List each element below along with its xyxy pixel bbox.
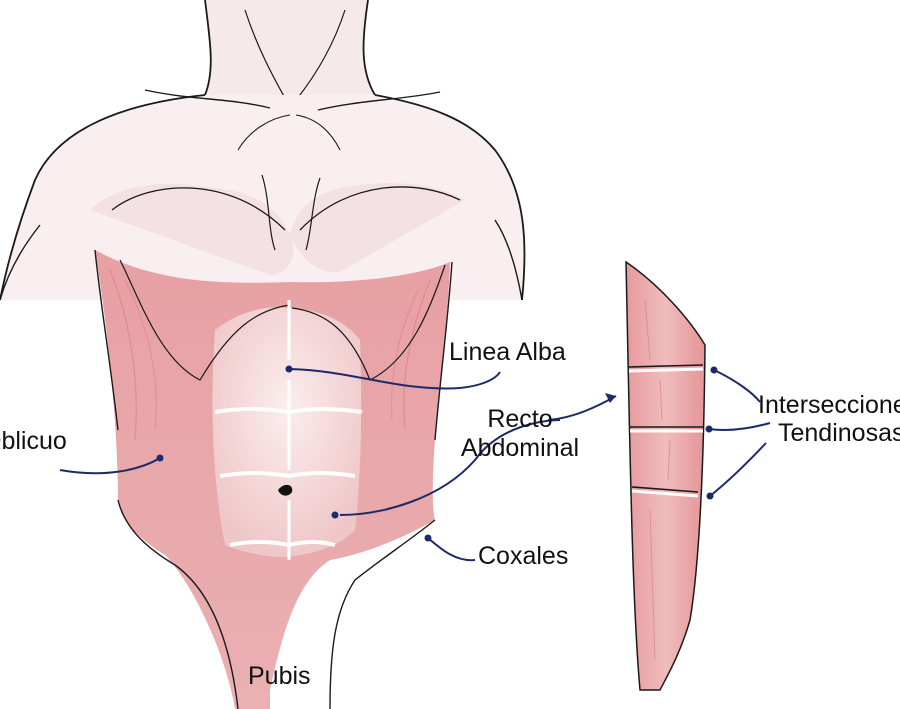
leader-oblicuo [59,457,161,475]
leader-intersect-3 [709,442,767,497]
label-linea-alba: Linea Alba [449,338,566,366]
leader-intersect-1 [713,369,761,403]
leader-coxales [427,537,476,562]
leader-linea-alba [288,368,501,390]
label-intersecciones: Intersecciones [758,391,900,419]
leader-lines [59,368,771,562]
leader-intersect-2 [708,422,771,432]
leader-recto [339,419,561,516]
abdominal-muscles [94,249,453,709]
neck [204,0,376,101]
label-tendinosas: Tendinosas [778,419,900,447]
rectus-strip-illustration [625,260,706,691]
label-recto: Recto [487,405,553,433]
label-coxales: Coxales [478,542,569,570]
leader-dots [156,365,718,542]
label-pubis: Pubis [248,662,311,690]
label-abdominal: Abdominal [460,434,580,462]
label-oblicuo: Oblicuo [0,427,67,455]
